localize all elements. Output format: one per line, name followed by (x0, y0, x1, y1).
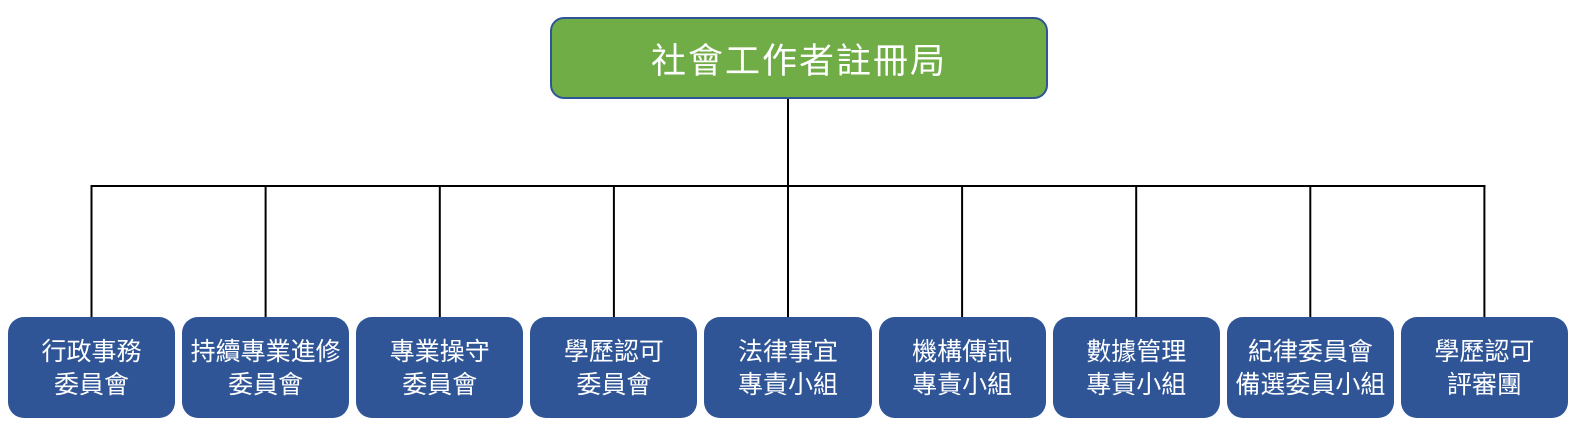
org-node-label-line1: 紀律委員會 (1247, 336, 1373, 366)
org-node-label-line1: 學歷認可 (563, 336, 664, 366)
org-node-label-line2: 專責小組 (1086, 369, 1187, 399)
org-node-label-line1: 專業操守 (389, 336, 490, 366)
org-node-label-line2: 評審團 (1446, 369, 1522, 399)
org-node-label-line1: 學歷認可 (1434, 336, 1535, 366)
org-node-legal-matters-task-group: 法律事宜 專責小組 (704, 317, 872, 418)
org-node-qualification-accreditation-committee: 學歷認可 委員會 (530, 317, 698, 418)
org-node-label-line2: 委員會 (54, 369, 130, 399)
org-node-data-management-task-group: 數據管理 專責小組 (1052, 317, 1220, 418)
org-node-disciplinary-reserve-members-group: 紀律委員會 備選委員小組 (1226, 317, 1394, 418)
org-root-label: 社會工作者註冊局 (650, 41, 947, 82)
org-node-admin-affairs-committee: 行政事務 委員會 (8, 317, 176, 418)
org-node-label-line1: 行政事務 (41, 336, 142, 366)
org-node-label-line2: 專責小組 (737, 369, 838, 399)
org-node-label-line2: 委員會 (576, 369, 652, 399)
org-node-corporate-communications-task-group: 機構傳訊 專責小組 (878, 317, 1046, 418)
org-node-cpd-committee: 持續專業進修 委員會 (182, 317, 350, 418)
org-node-professional-conduct-committee: 專業操守 委員會 (356, 317, 524, 418)
org-node-label-line1: 持續專業進修 (190, 336, 341, 366)
org-children-row: 行政事務 委員會 持續專業進修 委員會 專業操守 委員會 學歷認可 委員會 法律… (0, 317, 1577, 418)
org-node-label-line2: 委員會 (402, 369, 478, 399)
org-node-label-line2: 備選委員小組 (1235, 369, 1386, 399)
org-node-label-line1: 法律事宜 (737, 336, 838, 366)
org-node-label-line2: 委員會 (228, 369, 304, 399)
org-node-qualification-assessment-panel: 學歷認可 評審團 (1400, 317, 1568, 418)
org-node-label-line2: 專責小組 (912, 369, 1013, 399)
org-root-node: 社會工作者註冊局 (550, 17, 1048, 99)
org-node-label-line1: 機構傳訊 (912, 336, 1013, 366)
org-node-label-line1: 數據管理 (1086, 336, 1187, 366)
